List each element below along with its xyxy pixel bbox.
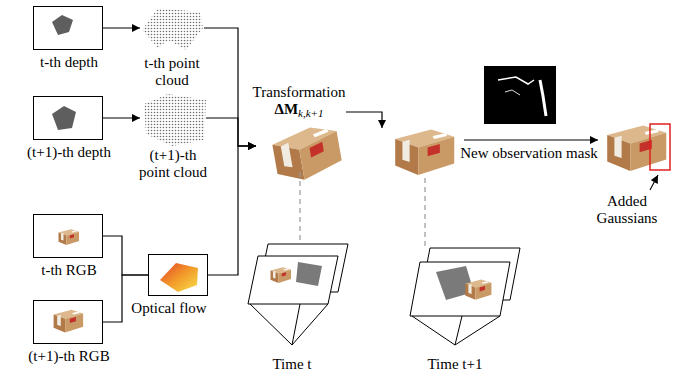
annotation-label: New observation mask — [458, 145, 600, 162]
frame-object — [465, 280, 491, 300]
caption-text: k,k+1 — [298, 107, 323, 119]
annotation-label: Time t+1 — [415, 356, 495, 373]
caption-text: t-th depth — [40, 54, 98, 70]
image-plane — [248, 256, 338, 304]
mask-stroke — [498, 77, 534, 84]
mask-stroke — [540, 80, 546, 116]
caption-line: (t+1)-th point cloud — [133, 147, 213, 182]
projection-line — [299, 172, 300, 244]
connector — [103, 117, 140, 118]
depth-map: t-th depth — [33, 6, 103, 50]
transform-arrow — [346, 112, 382, 128]
frame-object — [271, 267, 292, 283]
connector — [204, 28, 256, 146]
camera-frustum — [412, 316, 500, 345]
mask-image — [484, 66, 556, 124]
caption-line: ΔMk,k+1 — [239, 101, 359, 120]
optical-flow: Optical flow — [148, 254, 208, 296]
depth-map: (t+1)-th depth — [33, 96, 103, 140]
point-cloud — [142, 8, 203, 50]
caption-text: Transformation — [253, 84, 346, 100]
depth-blob — [52, 106, 76, 130]
caption: Optical flow — [127, 300, 211, 317]
caption: (t+1)-th RGB — [19, 348, 119, 365]
caption: t-th point cloud — [135, 55, 209, 90]
gaussian-object — [395, 130, 454, 175]
added-region — [650, 124, 670, 170]
mask-stroke — [505, 90, 520, 95]
connector — [103, 27, 140, 28]
caption-line: t-th depth — [21, 54, 117, 71]
caption: (t+1)-th depth — [19, 144, 119, 161]
caption-text: Optical flow — [131, 300, 206, 316]
projection-line — [424, 178, 425, 248]
caption: (t+1)-th point cloud — [133, 147, 213, 182]
caption-line: t-th point cloud — [135, 55, 209, 90]
connector — [206, 118, 256, 146]
image-plane — [410, 262, 510, 316]
rgb-object — [59, 229, 80, 245]
rgb-object — [54, 310, 84, 333]
silhouette — [296, 262, 322, 286]
caption-text: ΔM — [275, 101, 299, 117]
annotation-label: Added Gaussians — [590, 193, 664, 228]
flow-field — [160, 263, 198, 292]
caption-line: (t+1)-th RGB — [19, 348, 119, 365]
caption: t-th depth — [21, 54, 117, 71]
caption-text: t-th RGB — [41, 262, 96, 278]
depth-blob — [52, 15, 73, 35]
rgb-frame: t-th RGB — [33, 214, 103, 258]
point-cloud: (t+1)-th point cloud — [140, 92, 206, 144]
rgb-frame: (t+1)-th RGB — [33, 300, 103, 344]
caption-line: Transformation — [239, 84, 359, 101]
caption-line: t-th RGB — [21, 262, 117, 279]
leader-line — [650, 175, 658, 190]
caption-text: (t+1)-th depth — [27, 144, 111, 160]
caption: t-th RGB — [21, 262, 117, 279]
gaussian-object — [271, 123, 344, 184]
caption-text: (t+1)-th RGB — [28, 348, 109, 364]
caption-line: (t+1)-th depth — [19, 144, 119, 161]
caption: TransformationΔMk,k+1 — [239, 84, 359, 120]
connector — [103, 236, 148, 275]
camera-frustum — [250, 304, 328, 345]
connector — [208, 146, 256, 275]
caption-text: t-th point cloud — [144, 55, 199, 88]
point-cloud — [144, 94, 206, 146]
transformation-render: TransformationΔMk,k+1 — [256, 122, 342, 170]
annotation-label: Time t — [252, 356, 332, 373]
caption-line: Optical flow — [127, 300, 211, 317]
mask-arrow — [464, 139, 598, 140]
point-cloud: t-th point cloud — [140, 4, 204, 52]
caption-text: (t+1)-th point cloud — [139, 147, 207, 180]
gaussian-object — [607, 126, 666, 171]
